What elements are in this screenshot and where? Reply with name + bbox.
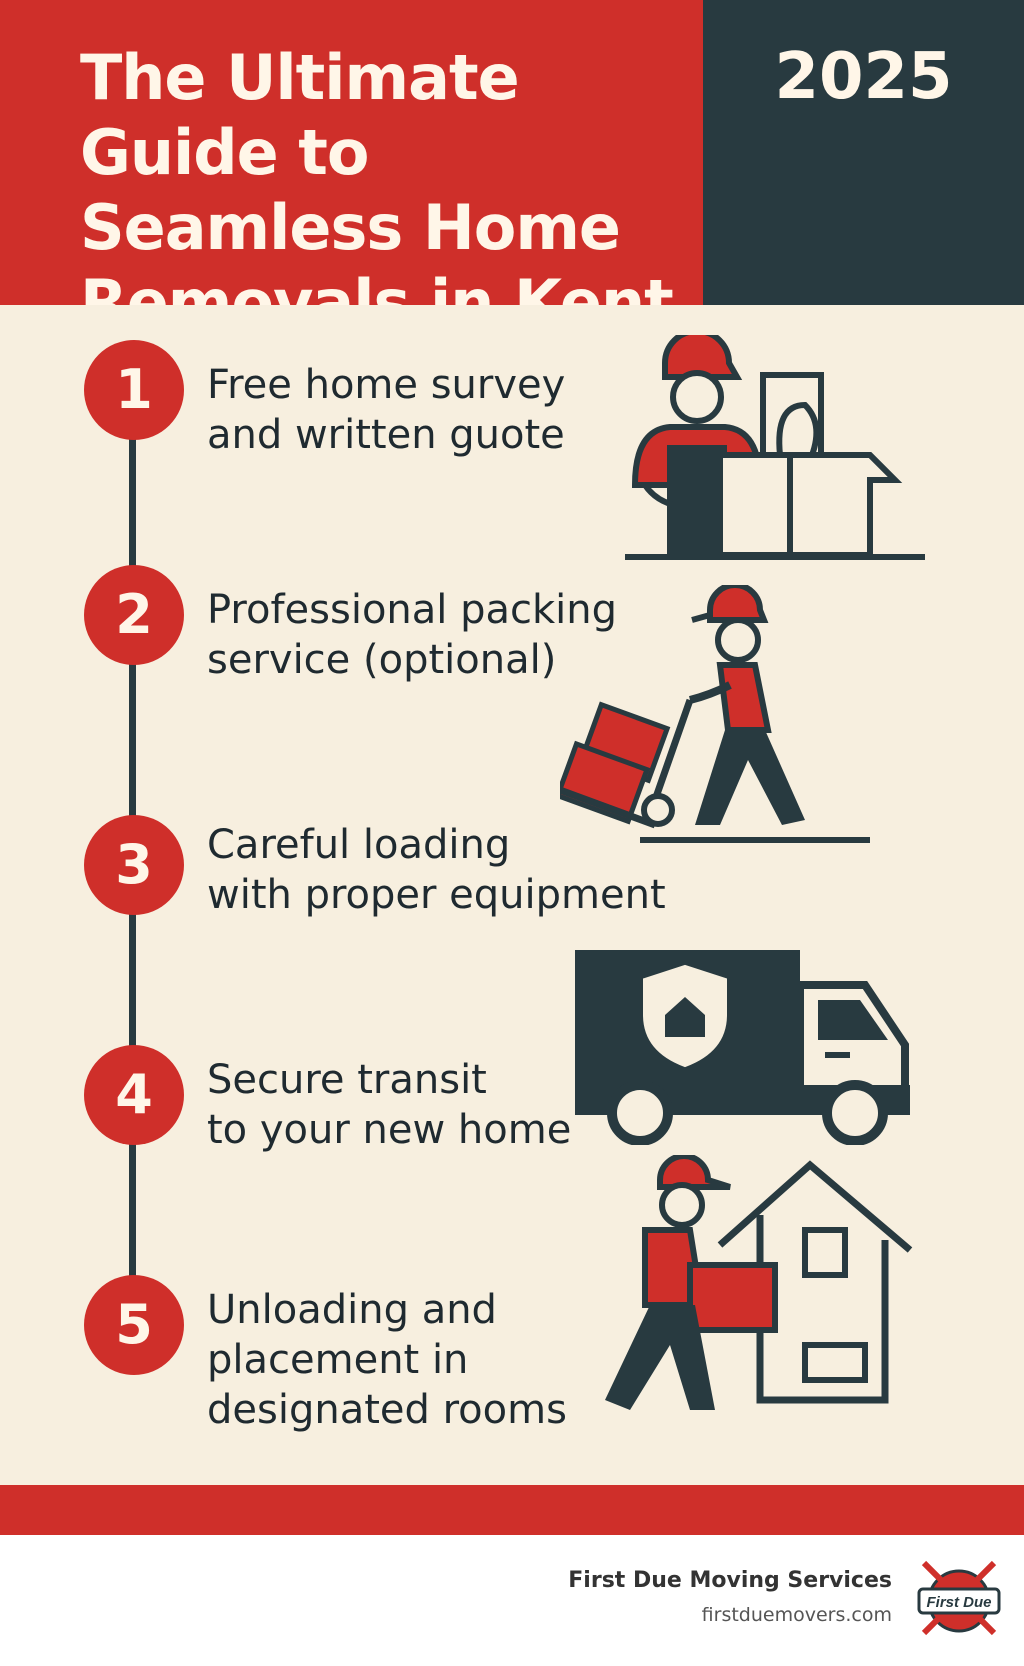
mover-with-hand-truck-icon: [560, 585, 870, 843]
step-1-number-badge: 1: [84, 340, 184, 440]
step-2-text: Professional packing service (optional): [207, 587, 618, 683]
moving-truck-icon: [575, 950, 910, 1145]
step-1-text: Free home survey and written guote: [207, 362, 566, 458]
footer-red-band: [0, 1485, 1024, 1535]
mover-with-box-icon: [625, 335, 925, 560]
step-3-number-badge: 3: [84, 815, 184, 915]
header-dark-panel: [703, 0, 1024, 305]
step-4-text: Secure transit to your new home: [207, 1057, 572, 1153]
step-3-text: Careful loading with proper equipment: [207, 822, 666, 918]
header-banner: The Ultimate Guide to Seamless Home Remo…: [0, 0, 1024, 339]
mover-entering-house-icon: [605, 1155, 913, 1410]
website-link[interactable]: firstduemovers.com: [701, 1604, 892, 1626]
step-5-text: Unloading and placement in designated ro…: [207, 1287, 567, 1433]
page-title: The Ultimate Guide to Seamless Home Remo…: [80, 41, 674, 339]
footer: [0, 1535, 1024, 1666]
year-label: 2025: [774, 40, 953, 114]
step-4-number-badge: 4: [84, 1045, 184, 1145]
first-due-logo: First Due: [917, 1560, 1001, 1636]
company-name: First Due Moving Services: [568, 1568, 892, 1593]
header-red-panel: [0, 0, 703, 305]
step-5-number-badge: 5: [84, 1275, 184, 1375]
step-2-number-badge: 2: [84, 565, 184, 665]
logo-text: First Due: [926, 1594, 991, 1611]
